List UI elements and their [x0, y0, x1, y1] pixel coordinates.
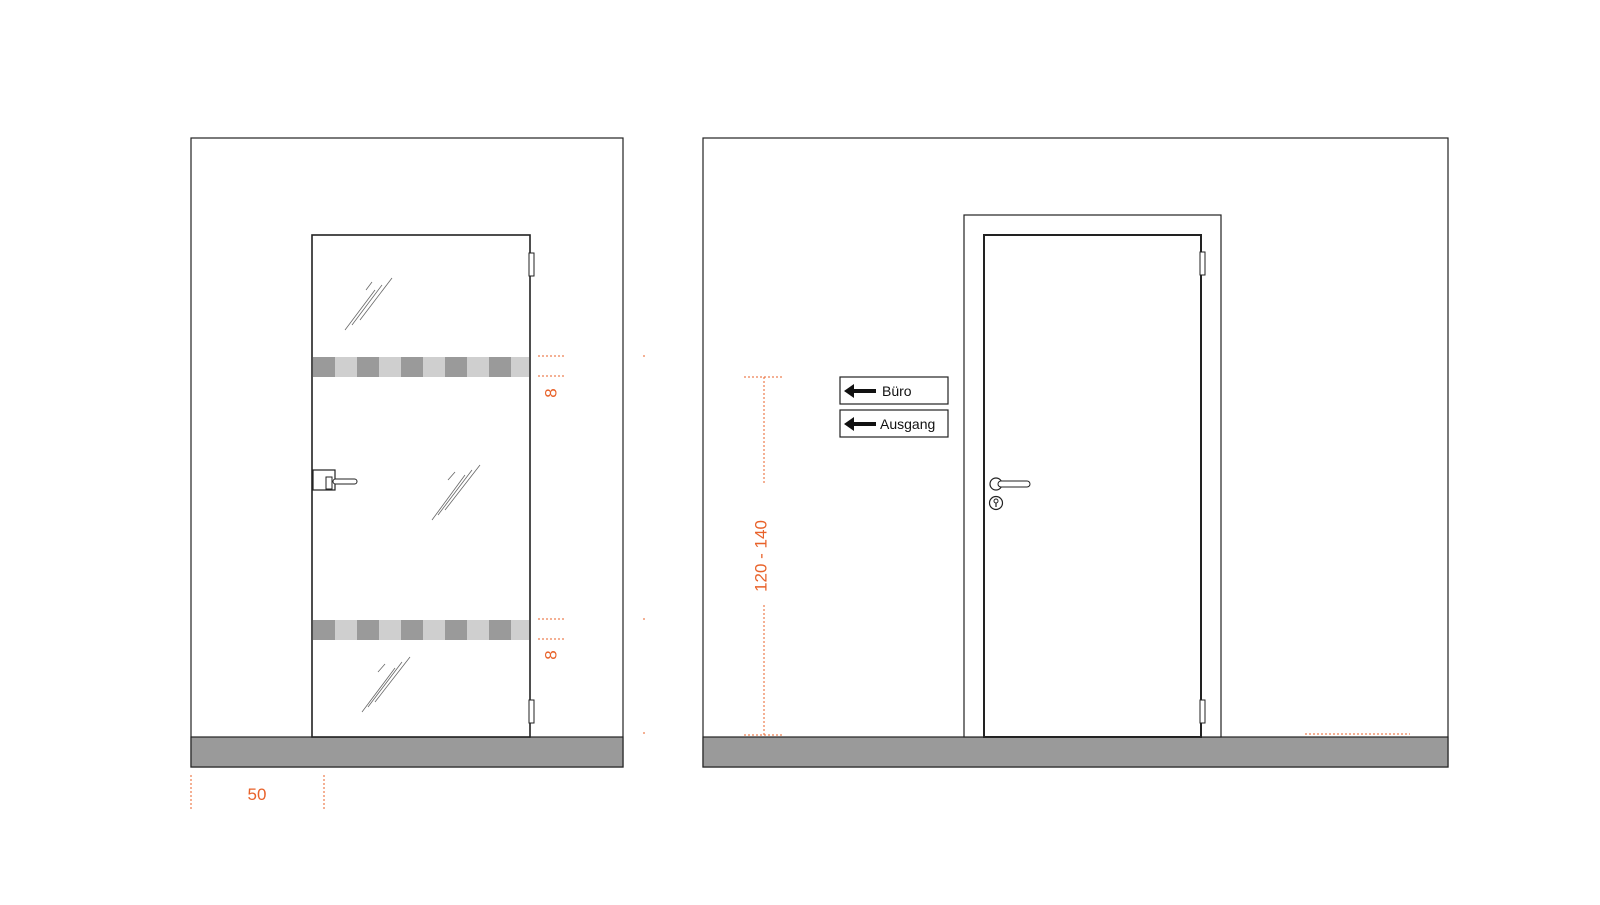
right-floor — [702, 736, 1449, 768]
framed-door — [963, 214, 1222, 738]
sign-buero: Büro — [839, 376, 949, 405]
left-floor — [190, 736, 624, 768]
lower-stripe-dimension — [538, 618, 645, 734]
bottom-offset-dimension — [190, 775, 325, 810]
right-elevation: Büro Ausgang 120 - 140 — [702, 137, 1449, 768]
keyhole-icon — [988, 495, 1004, 511]
glass-door — [311, 234, 535, 738]
door-hinge-bottom — [1199, 699, 1206, 724]
lower-stripe-dimension-label: 8 — [541, 650, 560, 659]
hinge-bottom — [528, 699, 535, 724]
glass-reflection-middle — [431, 464, 481, 521]
sign-ausgang: Ausgang — [839, 409, 949, 438]
sign-height-dimension-label: 120 - 140 — [751, 520, 770, 592]
glass-door-handle — [312, 469, 358, 491]
glass-reflection-bottom — [361, 656, 411, 713]
arrow-left-icon — [844, 417, 876, 431]
sign-buero-label: Büro — [882, 383, 912, 399]
upper-stripe-dimension — [538, 355, 645, 377]
glass-reflection-top — [344, 277, 393, 331]
sign-ausgang-label: Ausgang — [880, 416, 935, 432]
glass-door-panel — [311, 234, 531, 738]
hinge-top — [528, 252, 535, 277]
door-hinge-top — [1199, 251, 1206, 276]
arrow-left-icon — [844, 384, 876, 398]
bottom-offset-dimension-label: 50 — [248, 785, 267, 804]
door-handle — [989, 477, 1031, 491]
left-elevation: 8 8 50 — [190, 137, 645, 810]
upper-marking-stripe — [313, 357, 529, 377]
sign-height-dimension — [744, 376, 1410, 736]
upper-stripe-dimension-label: 8 — [541, 388, 560, 397]
lower-marking-stripe — [313, 620, 529, 640]
